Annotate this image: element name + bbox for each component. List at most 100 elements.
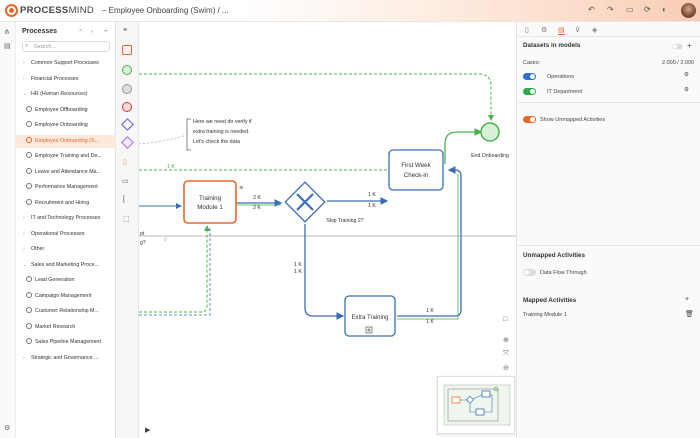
- tab-divider: [517, 36, 700, 37]
- firstweek-label-2: Check-in: [404, 172, 429, 179]
- task-shape[interactable]: [122, 45, 132, 55]
- datasets-toggle[interactable]: [672, 43, 683, 50]
- fragment-label-2: g?: [140, 240, 146, 246]
- zoom-in-icon[interactable]: ⊕: [503, 337, 509, 344]
- tree-item-label: Sales Pipeline Management: [35, 339, 101, 345]
- end-onboarding-event[interactable]: [480, 122, 500, 142]
- moon-icon[interactable]: ◐: [662, 5, 667, 14]
- back-icon[interactable]: ‹: [91, 28, 94, 35]
- start-event-shape[interactable]: [122, 65, 132, 75]
- operations-toggle[interactable]: [523, 73, 536, 80]
- sync-icon[interactable]: ⟳: [644, 5, 651, 14]
- tree-process-item[interactable]: Lead Generation: [16, 274, 116, 287]
- tree-folder[interactable]: ⌄Sales and Marketing Proce...: [16, 259, 116, 272]
- add-dataset-icon[interactable]: +: [687, 41, 692, 50]
- database-icon[interactable]: ▤: [4, 43, 11, 50]
- settings-icon[interactable]: ⚙: [4, 425, 11, 432]
- search-input[interactable]: Search...: [22, 41, 110, 52]
- tree-process-item[interactable]: Sales Pipeline Management: [16, 336, 116, 349]
- tree-folder[interactable]: ›Financial Processes: [16, 73, 116, 86]
- process-icon: [26, 198, 32, 205]
- tree-item-label: Employee Training and De...: [35, 153, 102, 159]
- collapse-icon[interactable]: ⌃: [78, 29, 84, 36]
- top-bar: PROCESSMIND – Employee Onboarding (Swim)…: [0, 0, 700, 22]
- brand-name: PROCESSMIND: [20, 5, 95, 16]
- tree-process-item[interactable]: Performance Management: [16, 181, 116, 194]
- add-icon[interactable]: +: [104, 28, 108, 35]
- comment-icon[interactable]: ▭: [626, 5, 634, 14]
- fit-view-icon[interactable]: ⤧: [503, 350, 509, 357]
- pool-icon[interactable]: ▭: [122, 178, 129, 185]
- tab-filter-icon[interactable]: ⊽: [575, 27, 581, 34]
- trash-icon[interactable]: 🗑: [685, 311, 694, 318]
- play-icon[interactable]: ▶: [145, 427, 151, 434]
- it-department-toggle[interactable]: [523, 88, 536, 95]
- group-icon[interactable]: ⬚: [123, 216, 130, 223]
- process-icon: [26, 291, 32, 298]
- tab-settings-icon[interactable]: ⚙: [541, 27, 548, 34]
- tree-process-item[interactable]: Employee Training and De...: [16, 150, 116, 163]
- tree-item-label: Employee Offboarding: [35, 106, 88, 113]
- bpmn-canvas[interactable]: Here we need do verify if extra training…: [139, 22, 516, 438]
- gateway-shape[interactable]: [121, 118, 134, 131]
- data-object-icon[interactable]: ▯: [123, 159, 127, 166]
- it-settings-icon[interactable]: ⚙: [684, 87, 689, 93]
- tree-folder[interactable]: ›Other: [16, 243, 116, 256]
- chevron-icon: ›: [23, 215, 25, 221]
- tree-process-item[interactable]: Recruitment and Hiring: [16, 197, 116, 210]
- tree-folder[interactable]: ⌄HR (Human Resources): [16, 88, 116, 101]
- training-module-task[interactable]: [183, 180, 237, 224]
- tree-process-item[interactable]: Market Research: [16, 321, 116, 334]
- tree-item-label: Employee Onboarding: [35, 122, 88, 128]
- tree-folder[interactable]: ›Common Support Processes: [16, 57, 116, 70]
- add-mapped-icon[interactable]: +: [685, 296, 690, 303]
- annotation-bracket: [186, 118, 191, 151]
- unmapped-title: Unmapped Activities: [523, 252, 586, 259]
- annotation-icon[interactable]: [: [123, 196, 125, 203]
- dashed-flow-return: [139, 225, 210, 313]
- process-icon: [26, 307, 32, 313]
- end-event-shape[interactable]: [122, 102, 132, 112]
- undo-icon[interactable]: ↶: [588, 5, 595, 14]
- firstweek-label-1: First Week: [401, 162, 431, 169]
- menu-icon[interactable]: ≡: [123, 27, 128, 34]
- redo-icon[interactable]: ↷: [607, 5, 614, 14]
- intermediate-event-shape[interactable]: [122, 84, 132, 94]
- tree-item-label: Performance Management: [35, 184, 98, 190]
- tree-folder[interactable]: ›Strategic and Governance ...: [16, 352, 116, 365]
- document-title[interactable]: – Employee Onboarding (Swim) / ...: [102, 6, 229, 15]
- event-gateway-shape[interactable]: [121, 136, 134, 149]
- left-rail: ⋔ ▤ ⚙: [0, 22, 16, 438]
- flow-extra-firstweek-overlay: [397, 174, 459, 320]
- properties-panel: ▯ ⚙ ▤ ⊽ ◈ Datasets in models + Cases: 2.…: [516, 22, 700, 438]
- process-icon: [26, 121, 32, 127]
- operations-settings-icon[interactable]: ⚙: [684, 72, 689, 78]
- extra-training-task[interactable]: [344, 295, 396, 337]
- tree-process-item[interactable]: Employee Onboarding (S...: [16, 134, 116, 148]
- tree-process-item[interactable]: Customer Relationship M...: [16, 305, 116, 318]
- tree-process-item[interactable]: Employee Offboarding: [16, 104, 116, 117]
- tree-process-item[interactable]: Campaign Management: [16, 290, 116, 303]
- first-week-checkin-task[interactable]: [388, 149, 444, 191]
- datasets-title: Datasets in models: [523, 42, 581, 49]
- mapped-title: Mapped Activities: [523, 297, 577, 304]
- training-menu-icon[interactable]: ≡: [239, 185, 243, 192]
- minimap[interactable]: [437, 376, 515, 434]
- zoom-out-icon[interactable]: ⊖: [503, 365, 509, 372]
- tree-folder[interactable]: ›IT and Technology Processes: [16, 212, 116, 225]
- tab-layers-icon[interactable]: ◈: [592, 27, 598, 34]
- data-flow-toggle[interactable]: [523, 269, 536, 276]
- show-unmapped-toggle[interactable]: [523, 116, 536, 123]
- hierarchy-icon[interactable]: ⋔: [4, 29, 10, 36]
- select-tool-icon[interactable]: □: [503, 316, 508, 323]
- tree-folder[interactable]: ›Operational Processes: [16, 228, 116, 241]
- tree-process-item[interactable]: Employee Onboarding: [16, 119, 116, 132]
- tab-data-icon[interactable]: ▤: [558, 27, 565, 35]
- exclusive-gateway[interactable]: [284, 181, 326, 223]
- user-avatar[interactable]: [681, 3, 696, 18]
- tab-document-icon[interactable]: ▯: [525, 27, 529, 34]
- end-onboarding-label: End Onboarding: [471, 153, 509, 159]
- tree-process-item[interactable]: Leave and Attendance Ma...: [16, 166, 116, 179]
- edge-label-2k-b: 2 K: [253, 205, 261, 211]
- flow-gateway-extra: [304, 224, 345, 320]
